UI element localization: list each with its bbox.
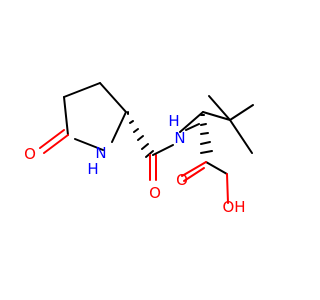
bond-ring-c1-c2 <box>63 96 69 136</box>
bond-ring-n-c1 <box>74 138 104 151</box>
bond-carboxyl-c-oh <box>205 161 228 175</box>
bond-ring-c4-n <box>111 111 127 143</box>
bond-amide-c-n <box>152 144 174 156</box>
ring-nitrogen-label: N <box>95 144 106 162</box>
stereo-hash-wedge-right <box>200 114 213 154</box>
bond-n-alpha-main <box>179 111 204 133</box>
acid-oxygen-label: O <box>176 171 188 189</box>
bond-alpha-quaternary <box>202 111 231 121</box>
amide-oxygen-label: O <box>149 184 161 202</box>
amide-nitrogen-label: N <box>174 129 185 147</box>
stereo-hash-wedge-left <box>127 111 154 158</box>
bond-ring-c2-c3 <box>63 82 101 98</box>
ring-oxygen-label: O <box>24 145 36 163</box>
amide-nh-hydrogen-label: H <box>168 112 179 130</box>
hydroxyl-label: OH <box>222 198 245 216</box>
molecule-structure: O N H O N H O OH <box>24 82 254 216</box>
bond-carboxyl-co-a <box>181 161 207 177</box>
bond-methyl-right <box>229 104 254 121</box>
bond-carboxyl-oh-red <box>226 173 229 204</box>
bond-ring-carbonyl-b <box>39 129 65 149</box>
bond-n-alpha <box>185 123 200 131</box>
bond-ring-carbonyl-a <box>43 134 69 154</box>
bond-methyl-bottom <box>229 119 253 154</box>
bond-ring-c3-c4 <box>99 82 127 113</box>
bond-carboxyl-co-b <box>183 167 205 182</box>
ring-nh-hydrogen-label: H <box>87 160 98 178</box>
bond-methyl-top <box>208 95 231 121</box>
